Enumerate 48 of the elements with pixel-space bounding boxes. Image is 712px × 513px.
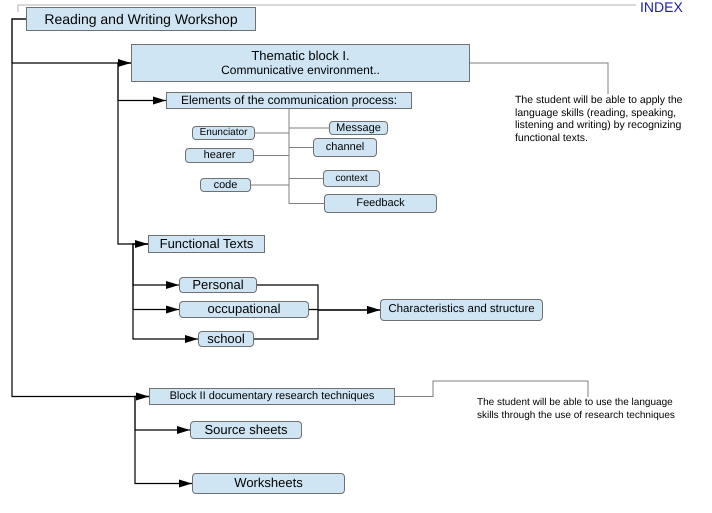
topic-text: Block II documentary research techniques [170,390,374,403]
subtopic-text: Enunciator [200,127,248,139]
subtopic-text: Worksheets [234,476,303,491]
subtopic-text: code [214,178,238,192]
subtopic-box [323,170,380,187]
subtopic-text: school [207,332,245,346]
subtopic-box [380,299,543,321]
arrow [254,306,380,340]
arrow [134,396,192,488]
arrow [132,243,198,343]
subtopic-box [192,126,255,140]
connector-line [470,62,608,94]
subtopic-text: channel [326,141,364,154]
arrow [117,62,148,248]
topic-box [149,388,395,405]
subtopic-text: hearer [204,149,236,162]
subtopic-text: Feedback [356,197,405,210]
subtopic-box [200,178,251,192]
subtopic-text: context [335,172,368,184]
subtopic-text: occupational [208,302,280,317]
topic-box [148,235,265,253]
connector-line [288,108,324,204]
topic-box [131,44,470,82]
subtopic-text: Message [336,122,381,134]
topic-text: Functional Texts [160,236,254,252]
topic-box [26,7,256,31]
topic-text: Reading and Writing Workshop [44,10,238,28]
topic-subtext: Communicative environment.. [221,64,380,78]
subtopic-box [329,121,388,135]
subtopic-box [313,138,377,157]
subtopic-box [185,148,254,163]
subtopic-text: Characteristics and structure [388,303,535,317]
subtopic-box [192,473,345,494]
objective-note: The student will be able to use the language skills through the use of research techniques [477,397,687,423]
index-heading: INDEX [640,0,683,15]
subtopic-box [324,194,437,213]
topic-text: Thematic block I. [251,48,350,64]
subtopic-text: Personal [192,278,244,292]
subtopic-box [179,301,309,318]
subtopic-box [190,421,302,439]
topic-text: Elements of the communication process: [180,94,398,108]
subtopic-box [179,277,257,293]
subtopic-box [198,331,254,347]
connector-line [394,380,588,398]
arrow [11,18,149,400]
subtopic-text: Source sheets [204,422,288,438]
objective-note: The student will be able to apply the language skills (reading, speaking, listening and writing) by recognizing functional texts. [515,94,702,148]
topic-box [166,92,412,109]
